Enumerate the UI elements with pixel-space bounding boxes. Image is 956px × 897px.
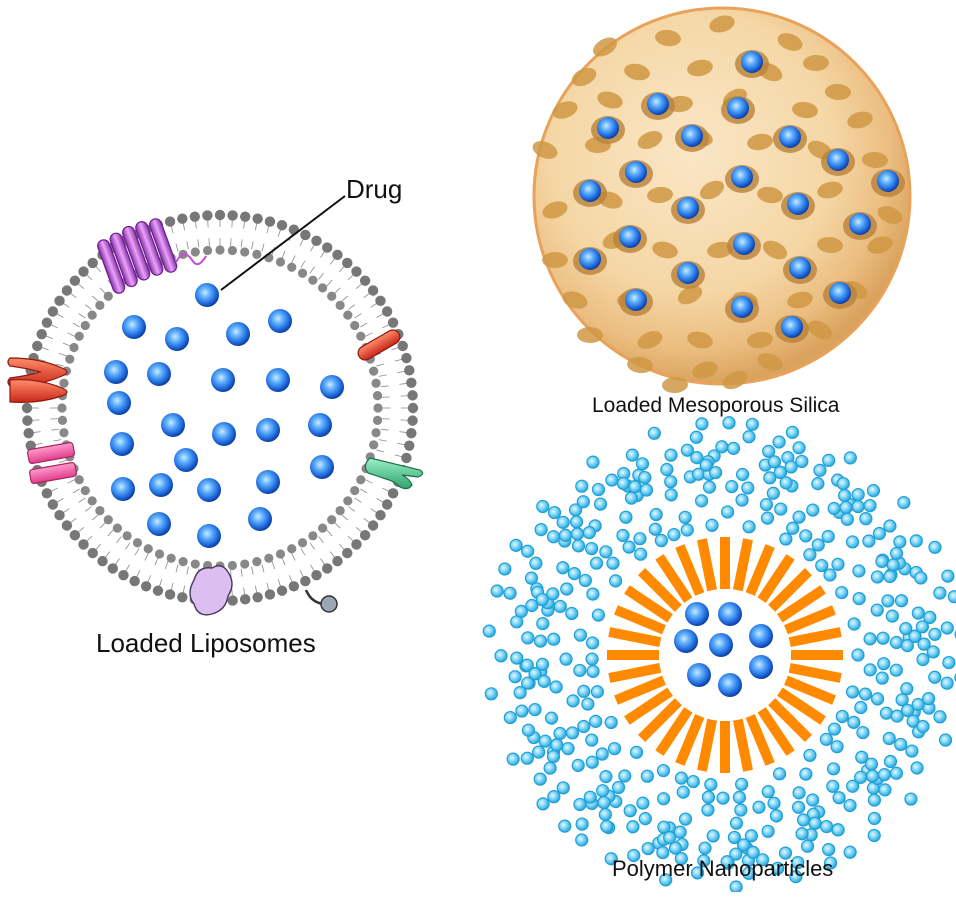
polymer-chain — [698, 777, 770, 894]
drug-sphere-icon — [731, 296, 753, 318]
drug-sphere-icon — [687, 663, 711, 687]
drug-sphere-icon — [849, 213, 871, 235]
liposome-drug-cluster — [104, 283, 344, 548]
drug-sphere-icon — [320, 375, 344, 399]
drug-sphere-icon — [718, 673, 742, 697]
polymer-chain-icon — [482, 416, 956, 894]
membrane-protein-icon — [364, 457, 424, 490]
drug-sphere-icon — [310, 455, 334, 479]
polymer-chain — [498, 544, 606, 622]
polymer-nanoparticle — [482, 416, 956, 894]
drug-sphere-icon — [266, 368, 290, 392]
polymer-chain — [605, 426, 681, 542]
drug-sphere-icon — [165, 327, 189, 351]
drug-sphere-icon — [104, 360, 128, 384]
drug-sphere-icon — [248, 507, 272, 531]
drug-sphere-icon — [579, 180, 601, 202]
polymer-chain — [482, 624, 599, 700]
drug-label: Drug — [346, 174, 403, 204]
drug-sphere-icon — [749, 624, 773, 648]
drug-sphere-icon — [597, 117, 619, 139]
drug-sphere-icon — [789, 257, 811, 279]
drug-sphere-icon — [197, 478, 221, 502]
drug-sphere-icon — [781, 316, 803, 338]
drug-sphere-icon — [226, 322, 250, 346]
liposome — [7, 209, 424, 616]
drug-sphere-icon — [709, 633, 733, 657]
silica-caption: Loaded Mesoporous Silica — [592, 394, 840, 417]
drug-sphere-icon — [161, 413, 185, 437]
drug-sphere-icon — [268, 309, 292, 333]
drug-sphere-icon — [256, 418, 280, 442]
drug-sphere-icon — [727, 97, 749, 119]
liposomes-caption: Loaded Liposomes — [96, 628, 316, 658]
drug-sphere-icon — [731, 166, 753, 188]
membrane-protein-icon — [7, 357, 68, 403]
lipid-bilayer-icon — [21, 209, 419, 607]
drug-sphere-icon — [195, 283, 219, 307]
drug-callout-line — [220, 195, 346, 291]
drug-sphere-icon — [827, 149, 849, 171]
polymer-chain — [819, 732, 904, 843]
polymer-chain — [547, 741, 644, 834]
silica-pore-icon — [532, 15, 903, 394]
polymer-chain — [811, 476, 911, 573]
drug-sphere-icon — [122, 315, 146, 339]
drug-sphere-icon — [212, 422, 236, 446]
membrane-protein-icon — [27, 441, 77, 485]
polymer-chain — [680, 416, 756, 532]
polymer-chain — [761, 767, 845, 870]
drug-sphere-icon — [741, 51, 763, 73]
polymer-chain — [851, 610, 956, 684]
drug-sphere-icon — [677, 197, 699, 219]
polymer-chain — [762, 425, 827, 546]
drug-sphere-icon — [110, 432, 134, 456]
drug-sphere-icon — [147, 362, 171, 386]
drug-sphere-icon — [829, 282, 851, 304]
mesoporous-silica-particle — [532, 6, 912, 394]
polymer-chain — [536, 495, 648, 561]
polymer-chain — [835, 535, 955, 617]
drug-sphere-icon — [111, 477, 135, 501]
drug-sphere-icon — [718, 602, 742, 626]
polymer-chain — [573, 763, 671, 847]
silica-drug-cluster — [573, 50, 905, 343]
drug-sphere-icon — [779, 126, 801, 148]
drug-sphere-icon — [674, 629, 698, 653]
polymer-chain — [604, 771, 690, 866]
polymer-chain — [506, 685, 604, 775]
membrane-protein-icon — [357, 329, 401, 361]
drug-sphere-icon — [149, 473, 173, 497]
membrane-protein-icon — [304, 589, 338, 613]
drug-sphere-icon — [877, 170, 899, 192]
drug-sphere-icon — [749, 655, 773, 679]
polymer-chain — [490, 571, 600, 650]
drug-sphere-icon — [308, 413, 332, 437]
drug-sphere-icon — [107, 391, 131, 415]
drug-sphere-icon — [677, 262, 699, 284]
drug-sphere-icon — [211, 368, 235, 392]
drug-sphere-icon — [647, 93, 669, 115]
drug-sphere-icon — [256, 470, 280, 494]
drug-sphere-icon — [147, 512, 171, 536]
drug-sphere-icon — [197, 524, 221, 548]
membrane-protein-icon — [189, 565, 233, 616]
drug-sphere-icon — [619, 226, 641, 248]
membrane-protein-icon — [97, 218, 207, 294]
polymer-drug-cluster — [674, 602, 773, 697]
drug-sphere-icon — [681, 125, 703, 147]
drug-sphere-icon — [625, 161, 647, 183]
drug-sphere-icon — [174, 448, 198, 472]
drug-sphere-icon — [787, 193, 809, 215]
drug-sphere-icon — [685, 602, 709, 626]
polymer-caption: Polymer Nanoparticles — [612, 856, 834, 881]
drug-sphere-icon — [733, 233, 755, 255]
membrane-proteins — [7, 218, 424, 616]
drug-sphere-icon — [625, 289, 647, 311]
polymer-chain — [847, 590, 956, 659]
polymer-chain — [835, 692, 953, 752]
drug-sphere-icon — [579, 248, 601, 270]
